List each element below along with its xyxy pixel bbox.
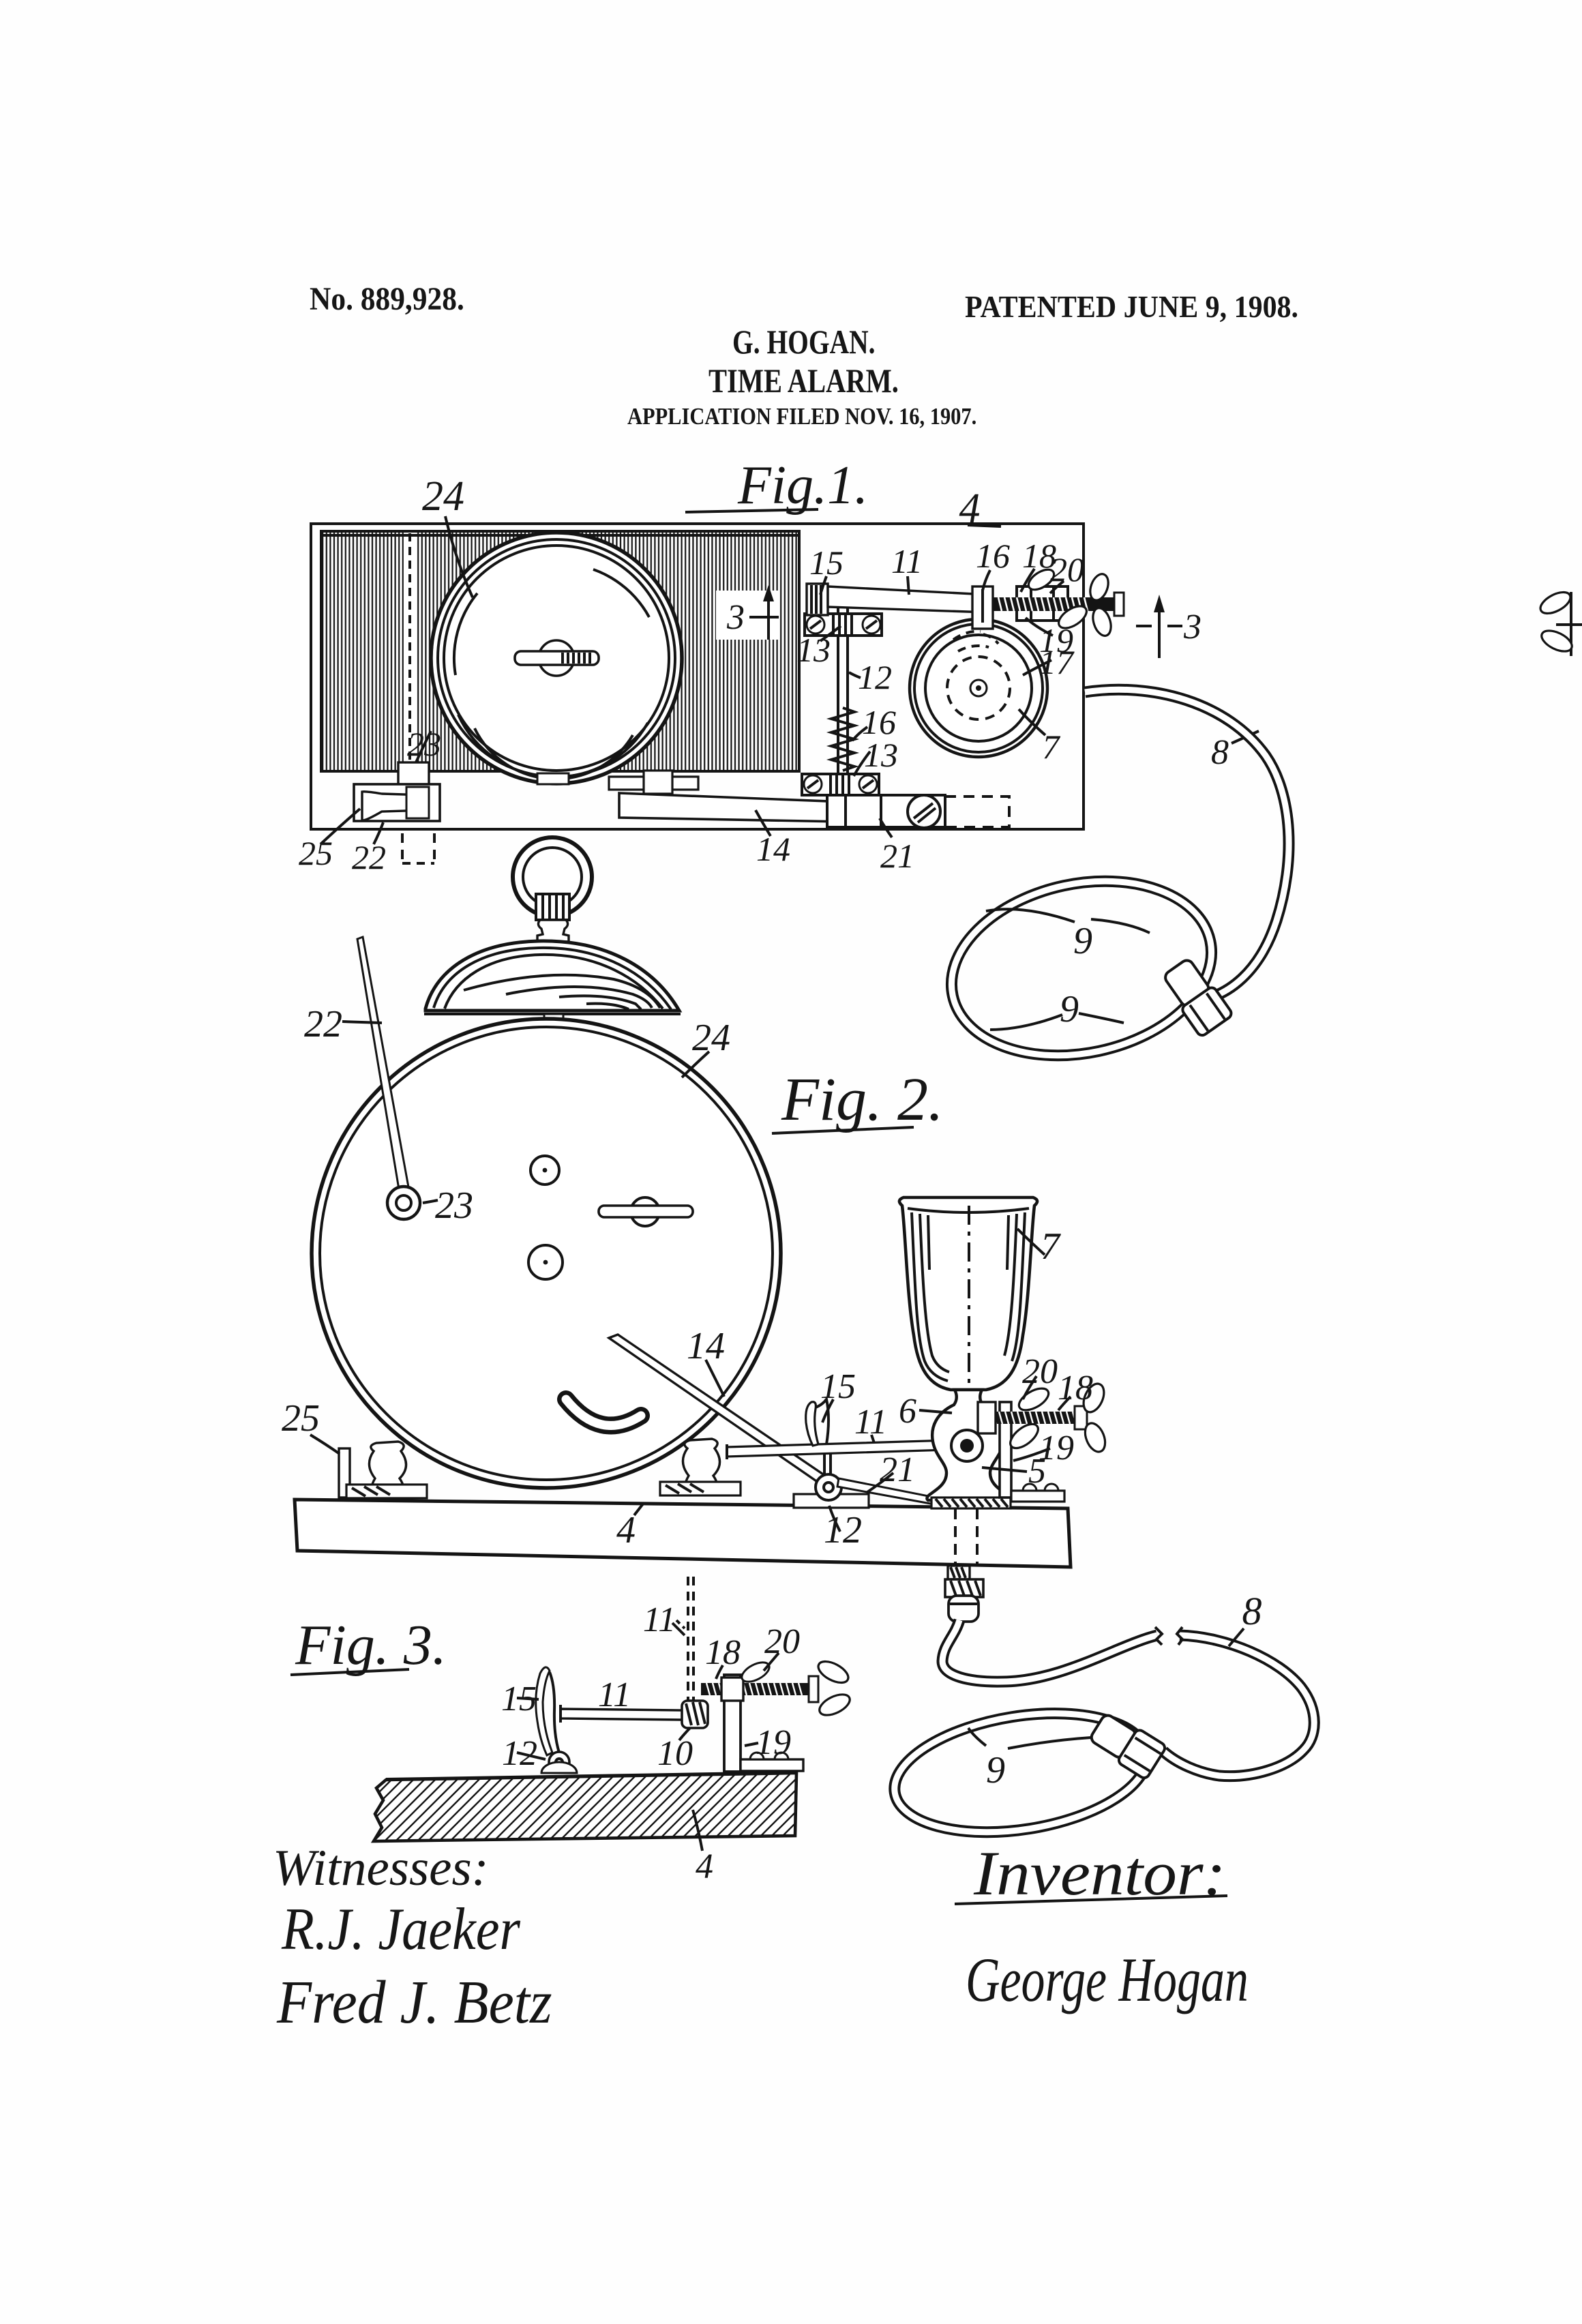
svg-text:22: 22 — [304, 1003, 342, 1045]
svg-text:R.J. Jaeker: R.J. Jaeker — [281, 1896, 521, 1963]
svg-text:18: 18 — [1022, 537, 1056, 575]
svg-text:19: 19 — [1039, 621, 1073, 659]
svg-text:20: 20 — [1050, 550, 1084, 589]
svg-text:24: 24 — [422, 473, 464, 520]
svg-text:George Hogan: George Hogan — [966, 1945, 1249, 2014]
svg-text:11: 11 — [643, 1600, 676, 1639]
svg-text:12: 12 — [502, 1734, 537, 1773]
svg-text:G. HOGAN.: G. HOGAN. — [732, 323, 876, 361]
svg-text:15: 15 — [501, 1680, 537, 1718]
svg-text:15: 15 — [820, 1367, 856, 1406]
svg-text:20: 20 — [1022, 1352, 1058, 1391]
svg-text:TIME ALARM.: TIME ALARM. — [708, 361, 899, 400]
svg-text:13: 13 — [864, 736, 898, 774]
svg-text:Fig. 2.: Fig. 2. — [781, 1066, 943, 1133]
svg-text:Witnesses:: Witnesses: — [273, 1840, 489, 1896]
svg-text:23: 23 — [407, 725, 441, 763]
svg-text:25: 25 — [299, 834, 333, 872]
svg-text:16: 16 — [862, 703, 896, 741]
svg-text:20: 20 — [764, 1622, 800, 1661]
svg-text:25: 25 — [282, 1397, 320, 1440]
svg-text:12: 12 — [858, 658, 892, 696]
svg-text:Fig. 3.: Fig. 3. — [295, 1613, 447, 1677]
svg-text:15: 15 — [809, 543, 844, 582]
svg-text:14: 14 — [756, 830, 790, 868]
svg-text:19: 19 — [1039, 1429, 1074, 1468]
svg-text:3: 3 — [1183, 608, 1202, 646]
svg-text:9: 9 — [1060, 988, 1079, 1030]
svg-text:6: 6 — [899, 1392, 916, 1431]
svg-text:16: 16 — [976, 537, 1010, 575]
svg-text:10: 10 — [657, 1734, 693, 1773]
svg-text:19: 19 — [756, 1723, 791, 1762]
svg-text:12: 12 — [824, 1509, 862, 1551]
svg-text:18: 18 — [1058, 1369, 1093, 1407]
svg-text:Fred J. Betz: Fred J. Betz — [276, 1968, 552, 2036]
svg-text:No. 889,928.: No. 889,928. — [310, 280, 464, 316]
svg-text:9: 9 — [1073, 920, 1092, 962]
svg-text:21: 21 — [880, 837, 914, 875]
svg-text:18: 18 — [705, 1633, 741, 1672]
svg-text:7: 7 — [1043, 728, 1061, 766]
svg-text:11: 11 — [854, 1403, 887, 1442]
svg-text:11: 11 — [891, 542, 923, 580]
svg-text:9: 9 — [986, 1749, 1005, 1791]
svg-text:Fig.1.: Fig.1. — [737, 456, 868, 516]
svg-text:17: 17 — [1039, 643, 1075, 681]
svg-text:21: 21 — [880, 1450, 915, 1489]
svg-text:PATENTED JUNE 9, 1908.: PATENTED JUNE 9, 1908. — [965, 289, 1298, 324]
svg-text:4: 4 — [616, 1509, 636, 1551]
svg-text:4: 4 — [959, 486, 981, 532]
svg-text:APPLICATION FILED NOV. 16, 190: APPLICATION FILED NOV. 16, 1907. — [627, 404, 976, 430]
svg-text:8: 8 — [1211, 733, 1229, 772]
svg-text:11: 11 — [598, 1675, 631, 1714]
svg-text:14: 14 — [687, 1325, 725, 1367]
svg-text:3: 3 — [726, 598, 745, 637]
svg-text:24: 24 — [692, 1017, 730, 1059]
svg-text:7: 7 — [1041, 1225, 1061, 1268]
svg-text:8: 8 — [1242, 1589, 1262, 1633]
svg-text:5: 5 — [1028, 1452, 1046, 1491]
svg-text:13: 13 — [796, 631, 831, 669]
svg-text:4: 4 — [696, 1847, 713, 1886]
svg-text:23: 23 — [435, 1185, 473, 1227]
svg-text:22: 22 — [352, 838, 386, 876]
